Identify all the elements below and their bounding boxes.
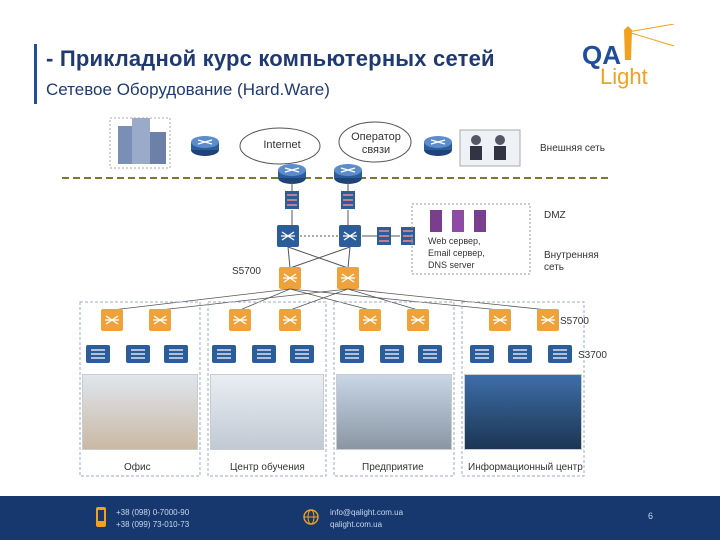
caption-datacenter: Информационный центр	[468, 462, 583, 473]
firewall-left	[284, 190, 300, 210]
network-diagram: Internet Оператор связи Web сервер, Emai…	[0, 110, 720, 490]
caption-training: Центр обучения	[230, 462, 305, 473]
agg-switch-right	[336, 266, 360, 290]
operator-label-line2: связи	[362, 144, 390, 156]
office-workers-icon	[459, 129, 521, 167]
office-photo	[82, 374, 198, 450]
slide-title: - Прикладной курс компьютерных сетей	[46, 46, 495, 71]
lighthouse-icon	[624, 23, 675, 60]
globe-icon	[303, 509, 319, 525]
building-icon	[118, 118, 166, 164]
server-label-line1: Web сервер,	[428, 236, 481, 246]
core-switch-right	[338, 224, 362, 248]
datacenter-photo	[464, 374, 582, 450]
label-core-model: S5700	[232, 266, 261, 277]
internet-label: Internet	[263, 139, 300, 151]
top-left-router	[190, 135, 220, 157]
group-office-switches	[85, 308, 189, 364]
edge-router-right	[333, 163, 363, 185]
group-training-switches	[211, 308, 315, 364]
group-datacenter-switches	[469, 308, 573, 364]
logo-light-text: Light	[600, 64, 648, 89]
server-label-line3: DNS server	[428, 260, 475, 270]
internet-cloud	[239, 127, 321, 165]
page-number: 6	[648, 511, 654, 521]
slide-subtitle: Сетевое Оборудование (Hard.Ware)	[46, 80, 330, 99]
network-diagram-svg: Internet Оператор связи Web сервер, Emai…	[62, 117, 610, 477]
uplink-lines	[111, 288, 549, 311]
title-accent-bar	[34, 44, 37, 104]
label-dmz: DMZ	[544, 210, 566, 221]
server-icons	[430, 210, 486, 232]
operator-cloud	[338, 121, 412, 163]
label-access-model: S3700	[578, 350, 607, 361]
agg-switch-left	[278, 266, 302, 290]
enterprise-photo	[336, 374, 452, 450]
firewall-right	[340, 190, 356, 210]
contact-email[interactable]: info@qalight.com.ua	[330, 508, 404, 517]
dmz-firewall-2	[400, 226, 416, 246]
core-switch-left	[276, 224, 300, 248]
caption-enterprise: Предприятие	[362, 462, 424, 473]
label-external: Внешняя сеть	[540, 143, 605, 154]
operator-label-line1: Оператор	[351, 131, 401, 143]
server-label-line2: Email сервер,	[428, 248, 485, 258]
group-datacenter-box	[461, 301, 585, 477]
caption-office: Офис	[124, 462, 151, 473]
footer-bar: +38 (098) 0-7000-90 +38 (099) 73-010-73 …	[0, 496, 720, 540]
group-enterprise-box	[333, 301, 455, 477]
contact-site[interactable]: qalight.com.ua	[330, 520, 383, 529]
label-agg-model: S5700	[560, 316, 589, 327]
phone-icon	[96, 507, 106, 527]
dmz-firewall-1	[376, 226, 392, 246]
qa-light-logo: QA Light	[576, 23, 686, 90]
label-internal: Внутренняя сеть	[544, 250, 599, 273]
training-photo	[210, 374, 324, 450]
top-right-router	[423, 135, 453, 157]
phone-2: +38 (099) 73-010-73	[116, 520, 190, 529]
edge-router-left	[277, 163, 307, 185]
group-office-box	[79, 301, 201, 477]
logo-qa-text: QA	[582, 40, 621, 70]
group-enterprise-switches	[339, 308, 443, 364]
group-training-box	[207, 301, 327, 477]
dmz-box	[411, 203, 531, 275]
phone-1: +38 (098) 0-7000-90	[116, 508, 190, 517]
